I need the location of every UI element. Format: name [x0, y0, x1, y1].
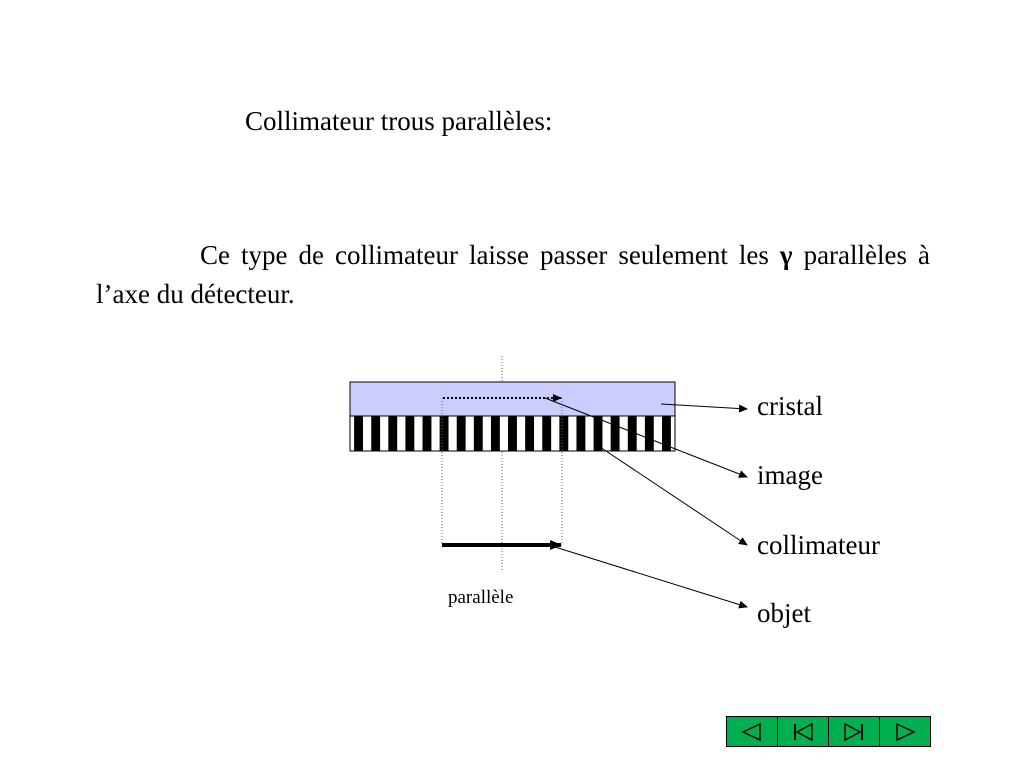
collimator-septum — [559, 416, 569, 451]
collimator-septum — [610, 416, 620, 451]
collimator-septum — [576, 416, 586, 451]
leader-line-objet — [554, 546, 748, 609]
collimator-septum — [525, 416, 535, 451]
label-cristal: cristal — [757, 391, 823, 421]
gamma-symbol: γ — [779, 240, 793, 270]
body-text-part-1: Ce type de collimateur laisse passer seu… — [200, 240, 780, 270]
collimator-septum — [354, 416, 363, 451]
collimator-septum — [473, 416, 483, 451]
previous-button[interactable] — [727, 717, 778, 746]
collimator-septum — [456, 416, 466, 451]
collimator-septum — [644, 416, 654, 451]
collimator-septum — [542, 416, 552, 451]
label-parallele: parallèle — [448, 587, 513, 608]
navigation-bar — [726, 716, 931, 747]
label-collimateur: collimateur — [757, 530, 880, 560]
first-button[interactable] — [778, 717, 829, 746]
collimator-septum — [508, 416, 517, 451]
leader-line-image — [544, 397, 748, 478]
collimator-septum — [371, 416, 381, 451]
leader-line-collimateur — [599, 446, 748, 546]
last-button[interactable] — [829, 717, 880, 746]
collimator-septum — [439, 416, 449, 451]
label-objet: objet — [757, 598, 811, 628]
collimator-septum — [422, 416, 432, 451]
slide-body-text: Ce type de collimateur laisse passer seu… — [96, 236, 930, 314]
skip-to-end-icon — [844, 722, 863, 741]
collimator-septum — [627, 416, 637, 451]
next-button[interactable] — [880, 717, 930, 746]
body-text-part-2: parallèles à l’axe du détecteur. — [96, 240, 930, 309]
collimator-block — [349, 415, 676, 452]
collimator-septum — [388, 416, 398, 451]
triangle-right-icon — [896, 722, 916, 741]
triangle-left-icon — [741, 722, 761, 741]
skip-to-start-icon — [794, 722, 813, 741]
slide-title: Collimateur trous parallèles: — [245, 106, 553, 136]
leader-line-cristal — [660, 403, 748, 413]
collimator-septum — [593, 416, 603, 451]
label-image: image — [757, 460, 823, 490]
collimator-septum — [405, 416, 415, 451]
collimator-septum — [490, 416, 500, 451]
collimator-septum — [662, 416, 671, 451]
